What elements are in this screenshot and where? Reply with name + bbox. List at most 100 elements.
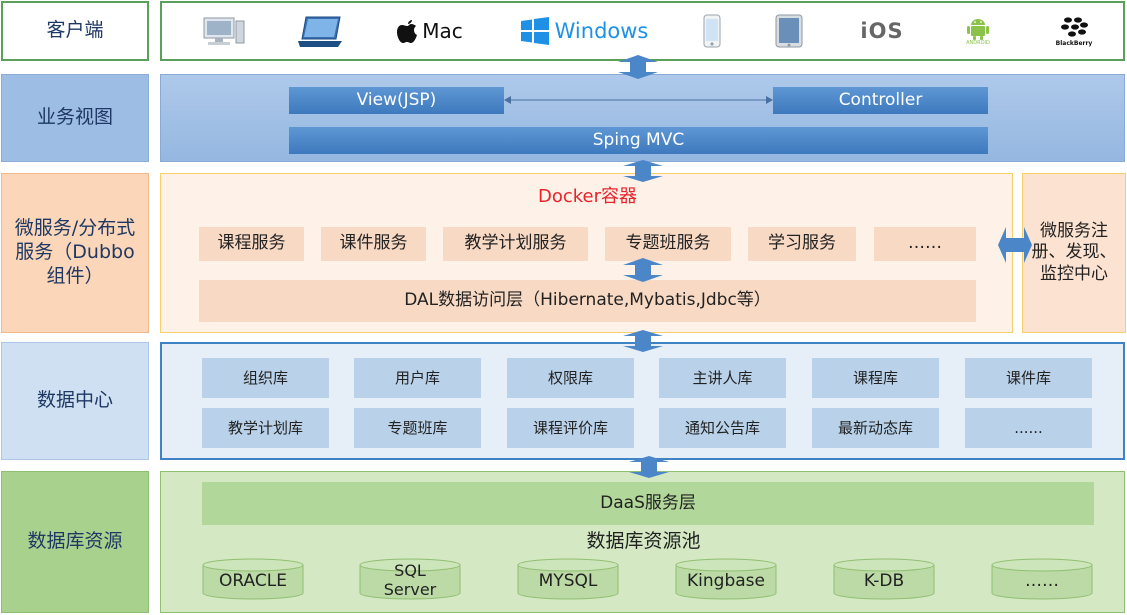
service-more-label: …… (908, 233, 942, 254)
service-courseware-label: 课件服务 (339, 233, 408, 254)
db-oracle-label: ORACLE (219, 571, 287, 592)
daas-box: DaaS服务层 (202, 482, 1094, 525)
view-controller-arrow (504, 96, 773, 104)
iphone-icon (700, 11, 724, 51)
ios-text: iOS (860, 19, 904, 43)
db-kingbase-cylinder: Kingbase (675, 558, 777, 600)
surface-tablet-icon (296, 13, 346, 49)
arrow-micro-registry (998, 227, 1032, 263)
ios-icon: iOS (852, 15, 912, 47)
db-kdb-label: K-DB (863, 571, 905, 592)
service-courseware: 课件服务 (321, 227, 426, 261)
dal-layer-box: DAL数据访问层（Hibernate,Mybatis,Jdbc等） (199, 280, 976, 322)
mac-text: Mac (422, 19, 463, 43)
db-teaching-plan: 教学计划库 (202, 408, 329, 448)
desktop-computer-icon (202, 15, 246, 47)
client-layer-label: 客户端 (1, 1, 149, 61)
arrow-client-business (618, 55, 658, 79)
service-special-class-label: 专题班服务 (625, 233, 711, 254)
db-more: ...... (965, 408, 1092, 448)
db-notice: 通知公告库 (659, 408, 786, 448)
db-org: 组织库 (202, 358, 329, 398)
registry-center-label: 微服务注册、发现、监控中心 (1031, 221, 1117, 284)
db-lecturer-label: 主讲人库 (692, 368, 753, 387)
db-oracle-cylinder: ORACLE (202, 558, 304, 600)
db-resource-panel: DaaS服务层 数据库资源池 ORACLE SQL Server MYSQL K… (160, 471, 1125, 613)
service-course: 课程服务 (199, 227, 304, 261)
db-pool-title: 数据库资源池 (161, 529, 1126, 555)
windows-icon: Windows (514, 13, 654, 49)
ipad-icon (772, 11, 806, 51)
db-resource-layer-label: 数据库资源 (1, 471, 149, 613)
db-mysql-cylinder: MYSQL (517, 558, 619, 600)
windows-text: Windows (554, 19, 649, 43)
db-more-cyl-label: …… (1025, 571, 1059, 592)
db-kdb-cylinder: K-DB (833, 558, 935, 600)
controller-label: Controller (838, 89, 923, 110)
db-teaching-plan-label: 教学计划库 (227, 418, 303, 437)
apple-mac-icon: Mac (394, 13, 466, 49)
db-course-label: 课程库 (852, 368, 898, 387)
docker-title: Docker容器 (161, 184, 1014, 210)
db-resource-layer-text: 数据库资源 (27, 530, 123, 553)
db-course-review-label: 课程评价库 (532, 418, 608, 437)
db-permission: 权限库 (507, 358, 634, 398)
db-sqlserver-label: SQL Server (383, 560, 437, 599)
db-permission-label: 权限库 (547, 368, 593, 387)
blackberry-icon: BlackBerry (1052, 11, 1096, 51)
db-special-class: 专题班库 (354, 408, 481, 448)
client-layer-panel: Mac Windows iOS ANDROID BlackBerry (160, 1, 1125, 61)
arrow-business-micro (623, 160, 663, 182)
view-jsp-box: View(JSP) (289, 87, 504, 114)
db-pool-label: 数据库资源池 (586, 530, 701, 553)
db-course: 课程库 (812, 358, 939, 398)
db-org-label: 组织库 (242, 368, 288, 387)
android-text: ANDROID (966, 40, 990, 46)
arrow-services-dal (623, 258, 663, 282)
db-more-label: ...... (1014, 418, 1043, 437)
blackberry-text: BlackBerry (1055, 39, 1093, 47)
client-layer-text: 客户端 (46, 19, 104, 42)
db-kingbase-label: Kingbase (687, 571, 765, 592)
android-icon: ANDROID (958, 11, 998, 51)
spring-mvc-box: Sping MVC (289, 127, 988, 154)
db-user: 用户库 (354, 358, 481, 398)
db-user-label: 用户库 (394, 368, 440, 387)
data-center-layer-label: 数据中心 (1, 342, 149, 460)
service-course-label: 课程服务 (217, 233, 286, 254)
db-courseware: 课件库 (965, 358, 1092, 398)
daas-label: DaaS服务层 (600, 492, 696, 513)
micro-layer-text: 微服务/分布式服务（Dubbo组件） (14, 217, 136, 287)
business-layer-panel: View(JSP) Controller Sping MVC (160, 74, 1125, 162)
db-notice-label: 通知公告库 (684, 418, 760, 437)
db-mysql-label: MYSQL (538, 571, 598, 592)
dal-layer-label: DAL数据访问层（Hibernate,Mybatis,Jdbc等） (404, 290, 771, 311)
data-center-panel: 组织库 用户库 权限库 主讲人库 课程库 课件库 教学计划库 专题班库 课程评价… (160, 342, 1125, 460)
arrow-datacenter-dbresource (629, 456, 669, 478)
business-layer-text: 业务视图 (36, 106, 113, 129)
micro-service-panel: Docker容器 课程服务 课件服务 教学计划服务 专题班服务 学习服务 …… … (160, 173, 1013, 333)
db-courseware-label: 课件库 (1005, 368, 1051, 387)
db-news: 最新动态库 (812, 408, 939, 448)
db-more-cylinder: …… (991, 558, 1093, 600)
service-teaching-plan-label: 教学计划服务 (464, 233, 567, 254)
registry-center-panel: 微服务注册、发现、监控中心 (1022, 173, 1126, 333)
service-more: …… (874, 227, 976, 261)
service-special-class: 专题班服务 (605, 227, 731, 261)
business-layer-label: 业务视图 (1, 74, 149, 162)
arrow-micro-datacenter (623, 330, 663, 352)
db-lecturer: 主讲人库 (659, 358, 786, 398)
service-study-label: 学习服务 (768, 233, 836, 254)
docker-label: Docker容器 (537, 185, 638, 207)
controller-box: Controller (773, 87, 988, 114)
db-special-class-label: 专题班库 (387, 418, 448, 437)
service-study: 学习服务 (748, 227, 856, 261)
db-course-review: 课程评价库 (507, 408, 634, 448)
micro-layer-label: 微服务/分布式服务（Dubbo组件） (1, 173, 149, 333)
view-jsp-label: View(JSP) (356, 89, 437, 110)
db-news-label: 最新动态库 (837, 418, 913, 437)
service-teaching-plan: 教学计划服务 (443, 227, 588, 261)
db-sqlserver-cylinder: SQL Server (359, 558, 461, 600)
data-center-layer-text: 数据中心 (36, 389, 113, 412)
spring-mvc-label: Sping MVC (592, 129, 685, 150)
